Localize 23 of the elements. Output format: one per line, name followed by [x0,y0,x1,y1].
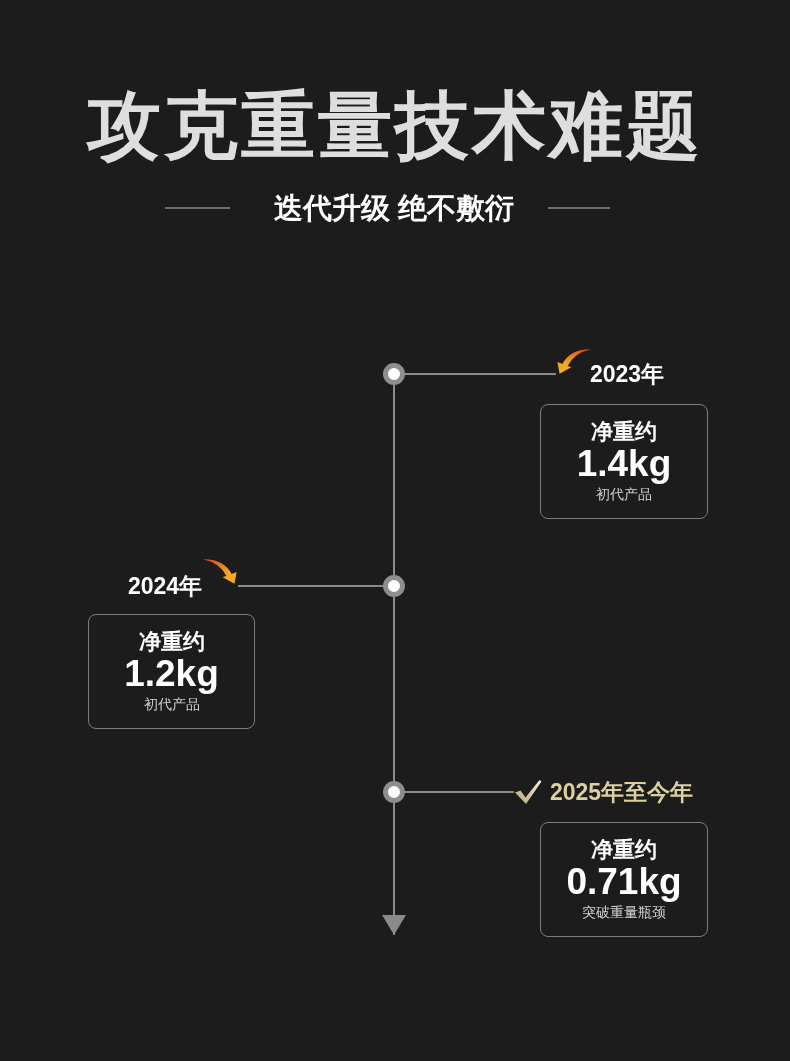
card-note: 初代产品 [596,484,652,504]
card-note: 初代产品 [143,694,200,714]
card-heading: 净重约 [591,418,657,445]
connector-line [404,791,515,793]
year-label: 2024年 [128,572,203,600]
connector-line [237,585,384,587]
weight-value: 0.71kg [566,862,682,901]
weight-value: 1.4kg [576,444,672,483]
info-card [540,404,708,519]
year-label: 2025年至今年 [550,778,694,806]
card-heading: 净重约 [138,628,205,655]
title: 攻克重量技术难题 [87,83,703,169]
subtitle: 迭代升级 绝不敷衍 [273,190,515,226]
info-card [88,614,255,729]
timeline-arrow [382,802,406,936]
timeline-line [393,596,395,782]
year-label: 2023年 [590,360,665,388]
connector-line [404,373,557,375]
weight-value: 1.2kg [124,654,219,693]
card-heading: 净重约 [591,836,657,863]
timeline-line [393,384,395,576]
card-note: 突破重量瓶颈 [582,902,666,922]
info-card [540,822,708,937]
